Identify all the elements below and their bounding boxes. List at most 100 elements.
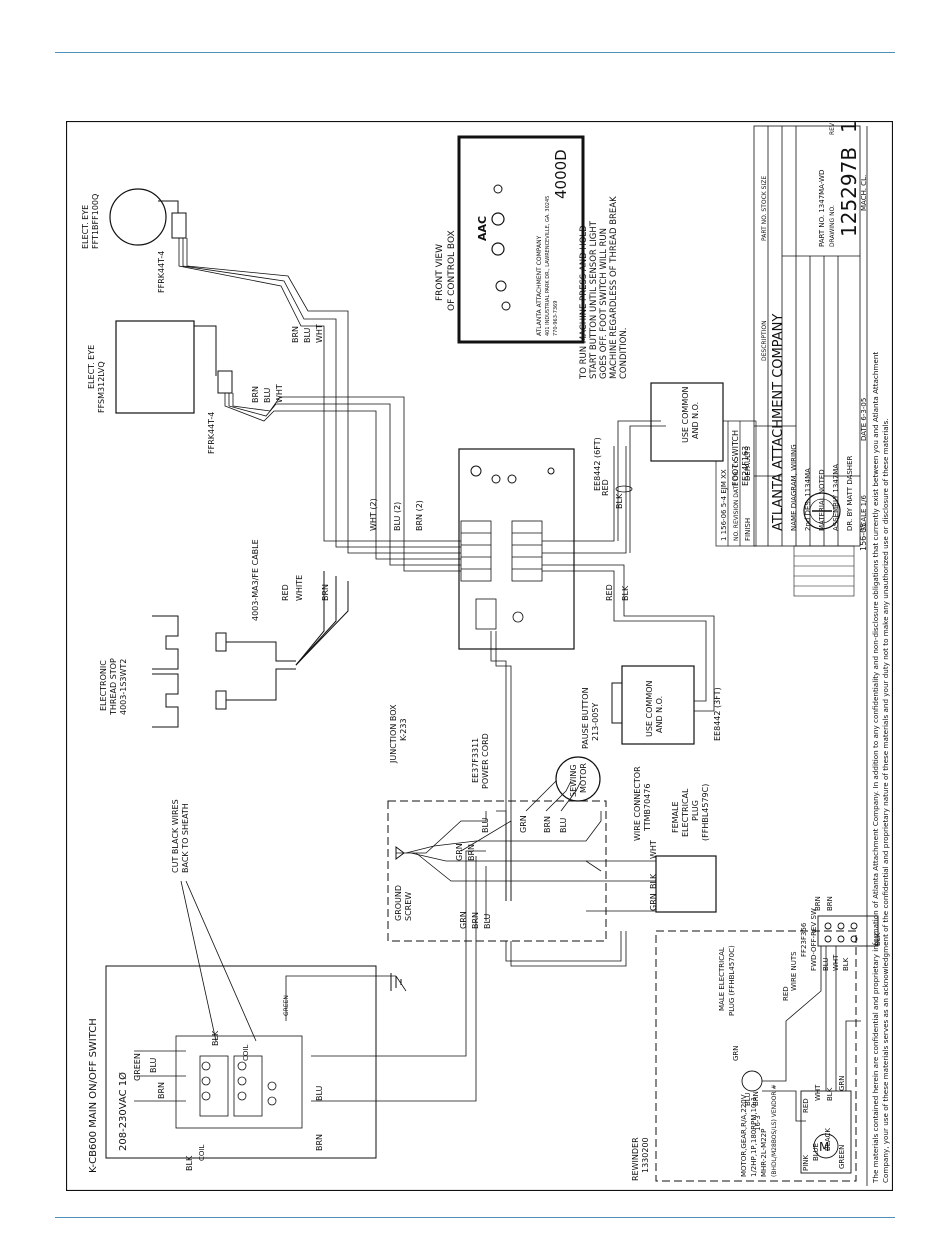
rw-black: BLACK: [824, 1128, 832, 1151]
thread-stop-sensors: [152, 571, 349, 728]
note-line-2: START BUTTON UNTIL SENSOR LIGHT: [589, 220, 599, 379]
material: MATERIAL NOTED: [818, 469, 826, 531]
mach-class: MACH. CL.: [860, 175, 868, 211]
company-name: ATLANTA ATTACHMENT COMPANY: [771, 314, 786, 531]
female-plug-part: (FFHBL4579C): [701, 784, 710, 841]
ground-screw-lug: [395, 846, 405, 860]
ts-red: RED: [281, 584, 290, 601]
eye2-blu: BLU: [263, 387, 272, 403]
switch-title: K-CB600 MAIN ON/OFF SWITCH: [88, 1018, 99, 1173]
rw-red: RED: [802, 1098, 810, 1113]
rw-pink: PINK: [802, 1154, 810, 1171]
revision-header: NO. REVISION DATE DR. CK.: [733, 458, 740, 541]
assembly: ASSEMBLY 1347MA: [832, 464, 840, 531]
defaults-label: DEFAULTS: [744, 446, 752, 481]
control-box-wiring: [323, 446, 627, 901]
doc-number: 156-05: [859, 523, 868, 551]
foot-red: RED: [601, 479, 610, 496]
rewinder-feed-cable: [505, 931, 627, 967]
scale: SCALE 1/6: [860, 495, 868, 531]
rw-sw-brn: BRN: [814, 896, 822, 911]
elect-eye-1: [109, 188, 179, 246]
fwd-off-rev-switch: [817, 915, 879, 947]
jb-blu-3: BLU: [483, 913, 492, 929]
foot-switch-part: EE24F163: [741, 446, 750, 486]
thread-stop-part: 4003-1S3WT2: [119, 659, 128, 715]
note-line-1: TO RUN MACHINE PRESS AND HOLD: [579, 225, 589, 380]
ffrk-connector-2: [217, 370, 233, 394]
rw-grn-2: GRN: [838, 1075, 846, 1091]
brn2-label: BRN (2): [415, 500, 424, 531]
fp-grn: GRN: [649, 893, 658, 911]
note-line-4: MACHINE REGARDLESS OF THREAD BREAK: [609, 196, 619, 379]
blu2-label: BLU (2): [393, 502, 402, 531]
rw-wht: WHT: [814, 1084, 822, 1101]
sw-green: GREEN: [133, 1053, 142, 1081]
sw-coil-1: COIL: [198, 1145, 206, 1161]
power-cord-label: EE37F3311: [471, 738, 480, 783]
rewinder-part: 1330200: [641, 1137, 650, 1173]
ts-brn: BRN: [321, 584, 330, 601]
eye2-brn: BRN: [251, 386, 260, 403]
note-line-5: CONDITION.: [619, 328, 629, 380]
sw-brn: BRN: [157, 1082, 166, 1099]
ee8442-3ft: EE8442 (3FT): [713, 687, 722, 741]
description-head: DESCRIPTION: [761, 320, 768, 361]
rw-brn: BRN: [752, 1091, 760, 1106]
sewing-motor: [555, 756, 601, 802]
switch-voltage: 208-230VAC 1Ø: [117, 1072, 129, 1151]
control-address: 401 INDUSTRIAL PARK DR., LAWRENCEVILLE, …: [545, 196, 551, 336]
drawing-number: 125297B: [837, 147, 861, 237]
cut-wires-1: CUT BLACK WIRES: [171, 799, 180, 873]
jb-blu-1: BLU: [481, 817, 490, 833]
motor-spec-1: MOTOR,GEAR,R/A,220V: [740, 1094, 748, 1177]
rw-sw-blk-2: BLK: [874, 932, 882, 946]
rw-grn: GRN: [732, 1045, 740, 1061]
jb-grn-2: GRN: [519, 815, 528, 833]
jb-grn-3: GRN: [459, 911, 468, 929]
rw-sw-blk: BLK: [842, 957, 850, 971]
ground-screw-label-2: SCREW: [404, 892, 413, 921]
sw-out-brn: BRN: [315, 1134, 324, 1151]
checklist-block: [793, 545, 855, 597]
thread-stop-cable-label: 4003-MA3/FE CABLE: [251, 539, 260, 621]
eye1-wht: WHT: [315, 324, 324, 343]
pause-button: [611, 665, 695, 745]
rw-blk: BLK: [826, 1087, 834, 1101]
motor-spec-4: (BHDL/M28BOS/LS) VENDOR #: [771, 1084, 778, 1177]
eye1-brn: BRN: [291, 326, 300, 343]
sewing-motor-label-2: MOTOR: [579, 763, 588, 793]
junction-part: K-233: [399, 718, 408, 741]
control-company: ATLANTA ATTACHMENT COMPANY: [536, 235, 543, 336]
sw-ground-green: GREEN: [283, 995, 290, 1016]
ffrk-1-label: FFRK44T-4: [157, 251, 166, 293]
pause-use-common-2: AND N.O.: [655, 696, 664, 733]
rw-blue: BLUE: [812, 1143, 820, 1161]
run-note: TO RUN MACHINE PRESS AND HOLD START BUTT…: [579, 196, 629, 380]
pause-blk: BLK: [621, 585, 630, 601]
finish-label: FINISH: [744, 518, 752, 541]
main-switch-wiring: [134, 921, 477, 1102]
sw-blk-1: BLK: [185, 1155, 194, 1171]
foot-use-common-2: AND N.O.: [691, 402, 700, 439]
pause-red: RED: [605, 584, 614, 601]
sw-coil-2: COIL: [242, 1045, 250, 1061]
female-plug-leads: [586, 860, 656, 912]
rewinder-wiring: [762, 946, 861, 1122]
title-block: [753, 125, 861, 547]
rw-blu: BLU: [744, 1093, 752, 1106]
wire-nuts-label: WIRE NUTS: [790, 951, 798, 991]
drawing-no-label: DRAWING NO.: [829, 205, 836, 247]
rewinder-label: REWINDER: [631, 1137, 640, 1181]
thread-stop-label-2: THREAD STOP: [109, 658, 118, 716]
ground-screw-label-1: GROUND: [394, 885, 403, 921]
wht2-label: WHT (2): [369, 498, 378, 531]
junction-box: [387, 800, 607, 942]
jb-blu-2: BLU: [559, 817, 568, 833]
jb-brn-2: BRN: [543, 816, 552, 833]
disclaimer-line-2: Company, your use of these materials ser…: [881, 418, 890, 1183]
rw-sw-brn-2: BRN: [826, 896, 834, 911]
revision-table: [715, 420, 757, 547]
foot-use-common-1: USE COMMON: [681, 386, 690, 443]
wire-connector-label: WIRE CONNECTOR: [633, 766, 642, 841]
